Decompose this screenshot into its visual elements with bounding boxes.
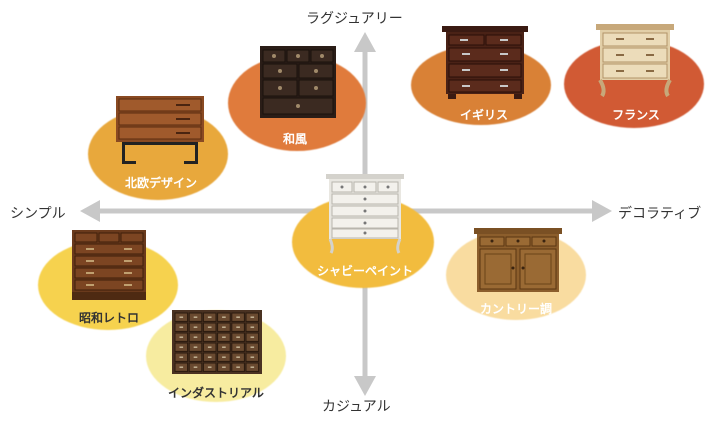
drawer-handle: [193, 316, 198, 318]
right-arrow-icon: [592, 200, 612, 222]
drawer-handle: [179, 346, 184, 348]
drawer-handle: [222, 326, 226, 328]
axis-label-bottom: カジュアル: [322, 399, 391, 415]
drawer-handle: [179, 326, 184, 328]
drawer-handle: [236, 346, 240, 348]
drawer-handle: [222, 356, 226, 358]
down-arrow-icon: [354, 376, 376, 396]
axis-label-top: ラグジュアリー: [306, 11, 403, 27]
axis-label-right: デコラティブ: [618, 206, 702, 222]
french-chest-icon: [596, 24, 674, 98]
drawer-handle: [250, 326, 255, 328]
drawer-handle: [193, 346, 198, 348]
shabby-chest-icon: [326, 174, 404, 254]
drawer-handle: [236, 356, 240, 358]
drawer-handle: [250, 346, 255, 348]
drawer-handle: [207, 366, 212, 368]
drawer-handle: [207, 326, 212, 328]
style-label-france: フランス: [612, 108, 660, 122]
style-label-nordic: 北欧デザイン: [124, 176, 198, 190]
drawer-handle: [222, 316, 226, 318]
drawer-handle: [236, 366, 240, 368]
drawer-handle: [250, 336, 255, 338]
drawer-handle: [250, 366, 255, 368]
drawer-handle: [179, 356, 184, 358]
up-arrow-icon: [354, 32, 376, 52]
style-label-washi: 和風: [282, 132, 308, 146]
country-cabinet-icon: [474, 228, 562, 292]
drawer-handle: [222, 366, 226, 368]
drawer-handle: [236, 326, 240, 328]
drawer-handle: [179, 336, 184, 338]
drawer-handle: [193, 326, 198, 328]
drawer-handle: [236, 316, 240, 318]
drawer-handle: [250, 316, 255, 318]
style-label-england: イギリス: [459, 108, 509, 122]
drawer-handle: [207, 336, 212, 338]
left-arrow-icon: [80, 200, 100, 222]
drawer-handle: [193, 366, 198, 368]
english-chest-icon: [442, 26, 528, 99]
drawer-handle: [179, 366, 184, 368]
axis-label-left: シンプル: [10, 206, 66, 222]
style-label-showa: 昭和レトロ: [78, 311, 140, 325]
drawer-handle: [207, 316, 212, 318]
style-label-country: カントリー調: [479, 302, 553, 316]
drawer-handle: [207, 356, 212, 358]
drawer-handle: [250, 356, 255, 358]
drawer-handle: [236, 336, 240, 338]
drawer-handle: [193, 356, 198, 358]
nordic-chest-icon: [116, 96, 204, 164]
drawer-handle: [179, 316, 184, 318]
drawer-handle: [222, 346, 226, 348]
showa-chest-icon: [72, 230, 146, 300]
drawer-handle: [193, 336, 198, 338]
industrial-drawers-icon: [172, 310, 262, 374]
tansu-chest-icon: [260, 46, 336, 118]
style-label-industrial: インダストリアル: [168, 386, 264, 400]
drawer-handle: [222, 336, 226, 338]
drawer-handle: [207, 346, 212, 348]
style-label-shabby: シャビーペイント: [316, 264, 414, 278]
